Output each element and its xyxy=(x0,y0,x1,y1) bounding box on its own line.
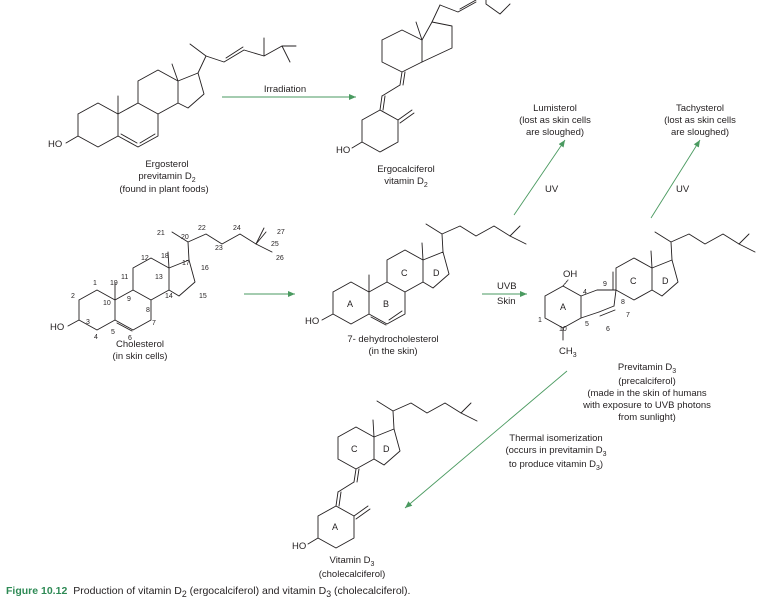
lumisterol-line3: are sloughed) xyxy=(526,127,584,138)
ergocalciferol-ho: HO xyxy=(336,145,350,156)
svg-text:D: D xyxy=(433,268,440,278)
ergosterol-ho: HO xyxy=(48,139,62,150)
svg-text:9: 9 xyxy=(127,296,131,303)
svg-text:C: C xyxy=(401,268,408,278)
uv-right-label: UV xyxy=(676,184,690,195)
ergosterol-name: Ergosterol xyxy=(145,159,188,170)
thermal-line1: Thermal isomerization xyxy=(509,433,602,444)
tachysterol-line1: Tachysterol xyxy=(676,103,724,114)
previtamin-line4: with exposure to UVB photons xyxy=(582,400,711,411)
svg-text:27: 27 xyxy=(277,229,285,236)
tachysterol-line2: (lost as skin cells xyxy=(664,115,736,126)
ergocalciferol-structure: HO xyxy=(336,0,511,156)
thermal-line2: (occurs in previtamin D3 xyxy=(505,445,606,458)
previtamin-line5: from sunlight) xyxy=(618,412,676,423)
dehydro-line2: (in the skin) xyxy=(368,346,417,357)
svg-text:A: A xyxy=(347,299,353,309)
thermal-line3: to produce vitamin D3) xyxy=(509,459,603,472)
svg-text:1: 1 xyxy=(93,280,97,287)
thermal-arrow xyxy=(404,370,568,509)
uvb-label: UVB xyxy=(497,281,517,292)
cholesterol-name: Cholesterol xyxy=(116,339,164,350)
tachysterol-line3: are sloughed) xyxy=(671,127,729,138)
previtamin-line3: (made in the skin of humans xyxy=(587,388,707,399)
svg-text:D: D xyxy=(383,444,390,454)
svg-text:6: 6 xyxy=(606,326,610,333)
ergosterol-structure: HO xyxy=(48,37,297,150)
svg-text:5: 5 xyxy=(585,321,589,328)
caption-text: Production of vitamin D xyxy=(73,585,182,597)
svg-text:3: 3 xyxy=(86,319,90,326)
previtamin-ch3: CH3 xyxy=(559,346,577,359)
lumisterol-line1: Lumisterol xyxy=(533,103,577,114)
svg-text:11: 11 xyxy=(121,274,128,281)
svg-text:B: B xyxy=(383,299,389,309)
svg-text:14: 14 xyxy=(165,293,173,300)
previtamin-d3-structure: OH CH3 A C D 1 4 5 6 7 8 9 10 xyxy=(538,231,756,359)
uv-arrow-left xyxy=(513,139,566,216)
previtamin-name: Previtamin D3 xyxy=(618,362,676,375)
svg-text:OH: OH xyxy=(563,269,577,280)
svg-text:4: 4 xyxy=(583,289,587,296)
cholesterol-line2: (in skin cells) xyxy=(113,351,168,362)
svg-text:A: A xyxy=(332,522,338,532)
vitamin-d3-structure: HO A C D xyxy=(292,400,478,552)
svg-text:21: 21 xyxy=(157,230,165,237)
vitamin-d3-ho: HO xyxy=(292,541,306,552)
skin-label: Skin xyxy=(497,296,515,307)
svg-text:19: 19 xyxy=(110,280,118,287)
vitamin-d3-name: Vitamin D3 xyxy=(330,555,375,568)
cholesterol-ho: HO xyxy=(50,322,64,333)
svg-text:6: 6 xyxy=(128,335,132,342)
svg-text:23: 23 xyxy=(215,245,223,252)
svg-text:C: C xyxy=(630,276,637,286)
svg-text:8: 8 xyxy=(146,307,150,314)
figure-number: Figure 10.12 xyxy=(6,585,68,597)
svg-text:15: 15 xyxy=(199,293,207,300)
cholesterol-numbers: 1 2 3 4 5 6 7 8 9 10 11 12 13 14 15 16 1… xyxy=(71,225,285,342)
svg-text:C: C xyxy=(351,444,358,454)
vitamin-d3-line2: (cholecalciferol) xyxy=(319,569,386,580)
svg-text:13: 13 xyxy=(155,274,163,281)
ergocalciferol-line2: vitamin D2 xyxy=(384,176,428,189)
svg-text:D: D xyxy=(662,276,669,286)
svg-text:8: 8 xyxy=(621,299,625,306)
svg-text:10: 10 xyxy=(103,300,111,307)
cholesterol-structure: HO xyxy=(50,227,273,333)
svg-text:5: 5 xyxy=(111,329,115,336)
svg-text:17: 17 xyxy=(182,260,190,267)
svg-text:12: 12 xyxy=(141,255,149,262)
svg-text:9: 9 xyxy=(603,281,607,288)
irradiation-label: Irradiation xyxy=(264,84,306,95)
lumisterol-line2: (lost as skin cells xyxy=(519,115,591,126)
ergosterol-line2: previtamin D2 xyxy=(138,171,195,184)
svg-text:26: 26 xyxy=(276,255,284,262)
svg-text:2: 2 xyxy=(71,293,75,300)
svg-text:4: 4 xyxy=(94,334,98,341)
uv-arrow-right xyxy=(650,139,701,219)
uv-left-label: UV xyxy=(545,184,559,195)
svg-text:16: 16 xyxy=(201,265,209,272)
svg-text:20: 20 xyxy=(181,234,189,241)
svg-text:7: 7 xyxy=(626,312,630,319)
svg-text:24: 24 xyxy=(233,225,241,232)
svg-text:10: 10 xyxy=(559,326,567,333)
svg-text:18: 18 xyxy=(161,253,169,260)
dehydro-name: 7- dehydrocholesterol xyxy=(347,334,438,345)
svg-text:7: 7 xyxy=(152,320,156,327)
svg-text:1: 1 xyxy=(538,317,542,324)
dehydro-ho: HO xyxy=(305,316,319,327)
svg-text:22: 22 xyxy=(198,225,206,232)
previtamin-line2: (precalciferol) xyxy=(618,376,676,387)
svg-text:A: A xyxy=(560,302,566,312)
svg-text:25: 25 xyxy=(271,241,279,248)
ergosterol-line3: (found in plant foods) xyxy=(119,184,208,195)
dehydrocholesterol-structure: HO A B C D xyxy=(305,223,527,327)
ergocalciferol-name: Ergocalciferol xyxy=(377,164,435,175)
